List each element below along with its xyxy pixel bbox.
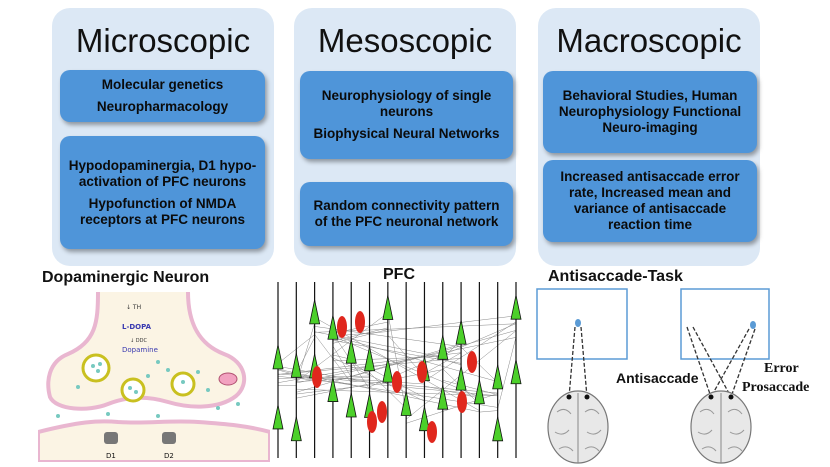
interneuron (337, 316, 347, 338)
network-connection (351, 330, 517, 377)
interneuron (355, 311, 365, 333)
pyramidal-neuron (327, 282, 339, 458)
transporter (218, 372, 238, 386)
dopamine-label: Dopamine (122, 346, 158, 354)
pyramidal-neuron (400, 282, 412, 458)
d2-receptor (162, 432, 176, 444)
mesoscopic-panel: Mesoscopic Neurophysiology of single neu… (294, 8, 516, 266)
pyramidal-neuron (437, 282, 449, 458)
antisaccade-error-box: Increased antisaccade error rate, Increa… (543, 160, 757, 242)
target-dot (575, 319, 581, 327)
box-line: Molecular genetics (101, 77, 224, 92)
antisaccade-label: Antisaccade (616, 370, 699, 386)
screen-left (536, 288, 628, 360)
neurophysiology-box: Neurophysiology of single neurons Biophy… (300, 71, 513, 159)
pyramidal-neuron (290, 282, 302, 458)
pyramidal-neuron (455, 282, 467, 458)
network-connection (497, 336, 517, 409)
vesicle (120, 377, 146, 403)
microscopic-title: Microscopic (75, 22, 251, 59)
box-line: Neuropharmacology (96, 99, 229, 114)
pfc-label: PFC (383, 266, 415, 283)
antisaccade-task-label: Antisaccade-Task (548, 268, 683, 285)
d2-label: D2 (164, 452, 174, 460)
box-line: Biophysical Neural Networks (313, 126, 500, 141)
network-connection (332, 329, 388, 344)
interneuron (312, 366, 322, 388)
prosaccade-label: Prosaccade (742, 380, 810, 395)
connectivity-box: Random connectivity pattern of the PFC n… (300, 182, 513, 246)
network-connection (351, 379, 370, 383)
box-line: Hypodopaminergia, D1 hypo-activation of … (68, 157, 257, 189)
network-connection (332, 357, 425, 402)
mesoscopic-title: Mesoscopic (317, 22, 493, 59)
d1-receptor (104, 432, 118, 444)
network-connection (424, 385, 480, 399)
network-connection (442, 359, 462, 366)
pyramidal-neuron (510, 282, 522, 458)
box-line: Random connectivity pattern of the PFC n… (313, 198, 500, 229)
network-connection (332, 345, 352, 378)
target-dot (750, 321, 756, 329)
d1-label: D1 (106, 452, 116, 460)
box-line: Neurophysiology of single neurons (321, 88, 492, 119)
interneuron (457, 391, 467, 413)
svg-text:↓ TH: ↓ TH (126, 304, 141, 311)
pyramidal-neuron (272, 282, 284, 458)
pyramidal-neuron (345, 282, 357, 458)
interneuron (417, 361, 427, 383)
microscopic-panel: Microscopic Molecular genetics Neurophar… (52, 8, 274, 266)
postsynaptic-membrane (38, 419, 270, 462)
interneuron (392, 371, 402, 393)
pyramidal-neuron (382, 282, 394, 458)
brain-right-icon (690, 390, 752, 464)
synapse-illustration: ↓ TH L-DOPA ↓ DDC Dopamine D1 D2 (38, 292, 270, 462)
box-line: Increased antisaccade error rate, Increa… (560, 169, 740, 232)
pfc-network-illustration (272, 282, 522, 458)
macroscopic-panel: Macroscopic Behavioral Studies, Human Ne… (538, 8, 760, 266)
pyramidal-neuron (473, 282, 485, 458)
network-connection (479, 410, 498, 413)
dopaminergic-neuron-label: Dopaminergic Neuron (42, 269, 210, 286)
error-label: Error (764, 361, 799, 376)
molecular-box: Molecular genetics Neuropharmacology (60, 70, 265, 122)
hypodopaminergia-box: Hypodopaminergia, D1 hypo-activation of … (60, 136, 265, 249)
pyramidal-neuron (492, 282, 504, 458)
macroscopic-title: Macroscopic (556, 22, 742, 59)
box-line: Behavioral Studies, Human Neurophysiolog… (558, 88, 742, 135)
network-connection (296, 344, 462, 393)
interneuron (427, 421, 437, 443)
vesicle (81, 353, 111, 383)
network-connection (332, 327, 388, 342)
interneuron (377, 401, 387, 423)
network-connection (277, 366, 370, 383)
interneuron (467, 351, 477, 373)
behavioral-box: Behavioral Studies, Human Neurophysiolog… (543, 71, 757, 153)
brain-left-icon (547, 390, 609, 464)
network-connection (424, 321, 517, 382)
network-connection (387, 315, 517, 332)
ldopa-label: L-DOPA (122, 323, 152, 331)
interneuron (367, 411, 377, 433)
box-line: Hypofunction of NMDA receptors at PFC ne… (79, 195, 246, 227)
svg-text:↓ DDC: ↓ DDC (130, 338, 147, 344)
antisaccade-illustration (536, 288, 770, 464)
